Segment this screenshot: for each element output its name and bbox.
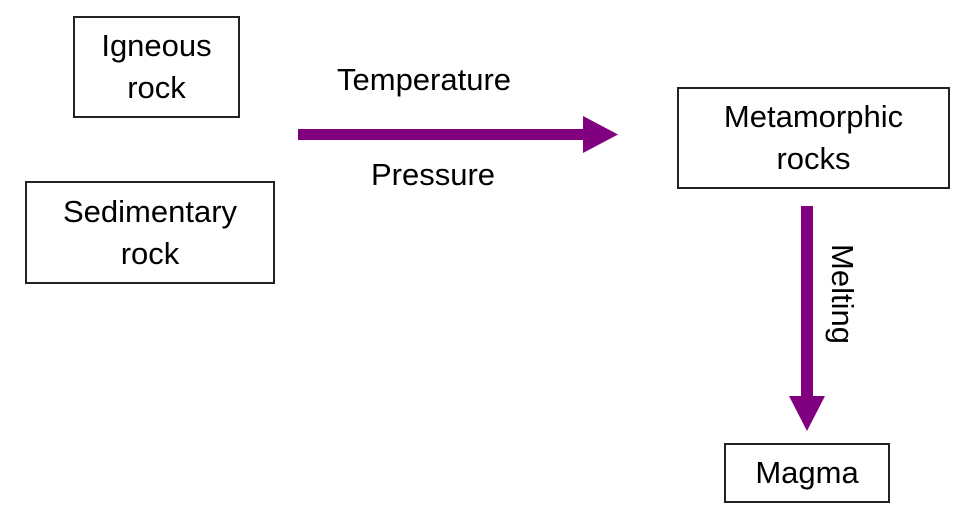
pressure-edge-label: Pressure <box>371 157 496 192</box>
igneous-rock-label: Igneous rock <box>101 28 212 105</box>
sedimentary-rock-label: Sedimentary rock <box>62 193 238 271</box>
melting-edge-label: Melting <box>825 244 860 344</box>
arrow-to-magma <box>789 206 825 431</box>
arrow-to-metamorphic <box>298 116 618 153</box>
sedimentary-rock-node: Sedimentary rock <box>25 181 275 284</box>
metamorphic-rocks-label: Metamorphic rocks <box>723 99 904 176</box>
magma-node: Magma <box>724 443 890 503</box>
igneous-rock-node: Igneous rock <box>73 16 240 118</box>
temperature-edge-label: Temperature <box>337 62 512 97</box>
metamorphic-rocks-node: Metamorphic rocks <box>677 87 950 189</box>
magma-label: Magma <box>755 455 859 491</box>
